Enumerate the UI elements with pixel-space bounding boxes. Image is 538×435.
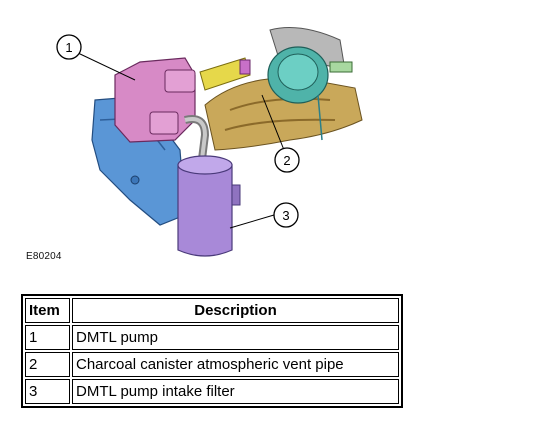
- component-illustration: 1 2 3: [0, 0, 400, 280]
- legend-table: Item Description 1 DMTL pump 2 Charcoal …: [21, 294, 403, 408]
- callout-2-circle: [274, 147, 300, 173]
- table-row: 1 DMTL pump: [25, 325, 399, 350]
- figure-code: E80204: [26, 251, 62, 262]
- row-description: Charcoal canister atmospheric vent pipe: [72, 352, 399, 377]
- table-header-row: Item Description: [25, 298, 399, 323]
- row-description: DMTL pump intake filter: [72, 379, 399, 404]
- callout-2: 2: [283, 153, 290, 168]
- table-row: 3 DMTL pump intake filter: [25, 379, 399, 404]
- row-item: 2: [25, 352, 70, 377]
- header-description: Description: [72, 298, 399, 323]
- callout-1: 1: [65, 40, 72, 55]
- callout-3: 3: [282, 208, 289, 223]
- table-row: 2 Charcoal canister atmospheric vent pip…: [25, 352, 399, 377]
- callout-3-circle: [273, 202, 299, 228]
- callout-1-circle: [56, 34, 82, 60]
- row-description: DMTL pump: [72, 325, 399, 350]
- dmtl-pump-drawing: 1 2 3: [56, 27, 363, 257]
- row-item: 3: [25, 379, 70, 404]
- header-item: Item: [25, 298, 70, 323]
- row-item: 1: [25, 325, 70, 350]
